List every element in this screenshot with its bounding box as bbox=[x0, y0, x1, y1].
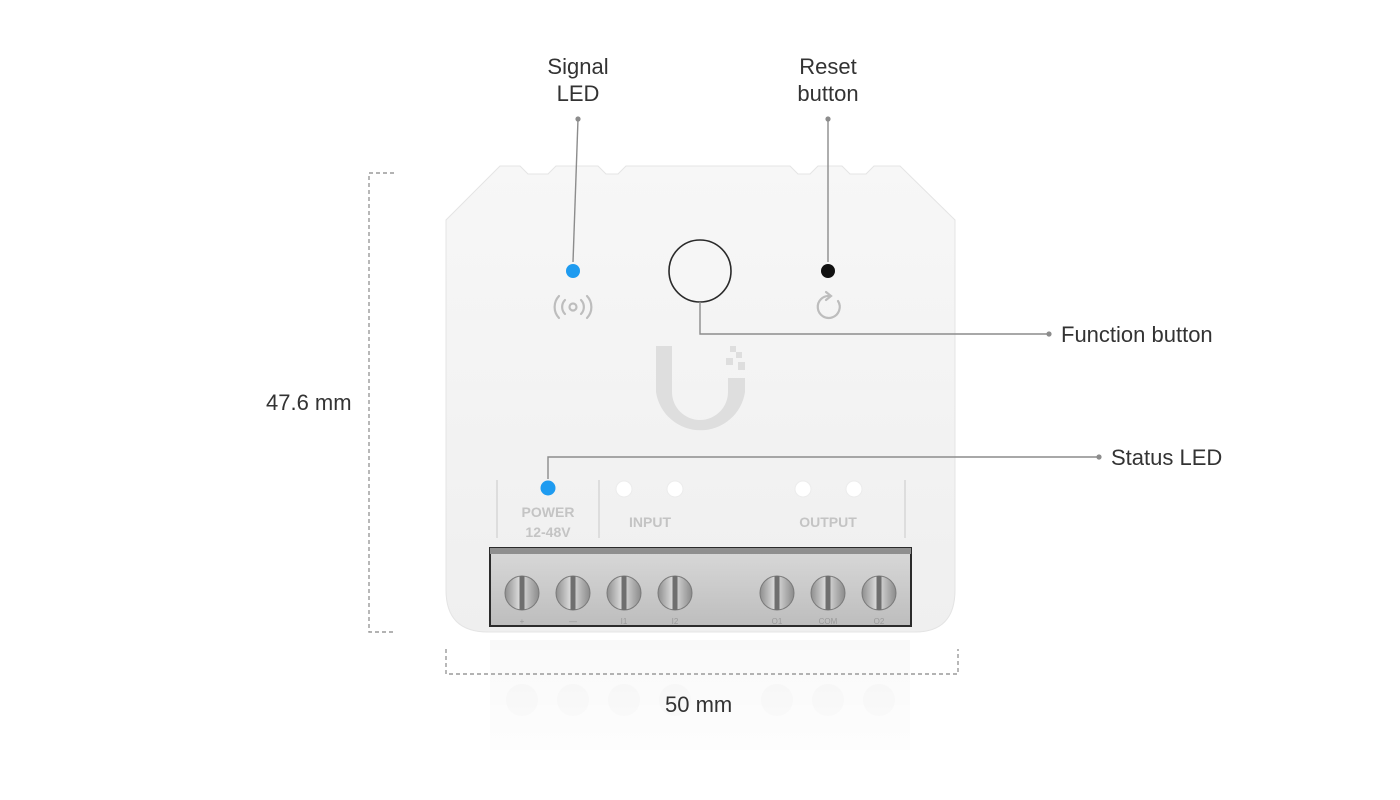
callout-dots bbox=[575, 116, 1102, 460]
terminal-screw bbox=[606, 575, 642, 611]
signal-led bbox=[566, 264, 580, 278]
signal-led-label-line2: LED bbox=[556, 81, 600, 106]
signal-led-leader bbox=[572, 118, 579, 263]
panel-dividers bbox=[496, 480, 906, 538]
function-button[interactable] bbox=[668, 239, 732, 303]
terminal-label: + bbox=[520, 617, 525, 626]
terminal-screw bbox=[657, 575, 693, 611]
power-label-line1: POWER bbox=[522, 504, 575, 520]
terminal-screw bbox=[504, 575, 540, 611]
reset-button-label-line2: button bbox=[797, 81, 859, 106]
reflection-fade bbox=[440, 640, 960, 800]
terminal-label: I2 bbox=[672, 617, 679, 626]
status-led bbox=[540, 480, 556, 496]
signal-led-label: Signal LED bbox=[528, 53, 628, 107]
width-dimension-line bbox=[445, 649, 959, 675]
reset-button-label: Reset button bbox=[775, 53, 881, 107]
terminal-label: O1 bbox=[772, 617, 783, 626]
output-led-2 bbox=[845, 480, 863, 498]
terminal-screw bbox=[759, 575, 795, 611]
terminal-labels: + — I1 I2 O1 COM O2 bbox=[520, 617, 885, 626]
terminal-screw bbox=[810, 575, 846, 611]
status-led-label: Status LED bbox=[1111, 445, 1223, 470]
terminal-block bbox=[489, 547, 912, 627]
input-led-2 bbox=[666, 480, 684, 498]
width-dimension-label: 50 mm bbox=[665, 692, 733, 717]
callout-lines bbox=[547, 118, 1099, 479]
output-label: OUTPUT bbox=[799, 514, 857, 530]
signal-led-label-line1: Signal bbox=[547, 54, 609, 79]
height-dimension-label: 47.6 mm bbox=[266, 390, 352, 415]
terminal-block-top-edge bbox=[490, 548, 911, 554]
terminal-label: I1 bbox=[621, 617, 628, 626]
terminal-screw bbox=[555, 575, 591, 611]
signal-waves-icon bbox=[553, 294, 593, 320]
function-button-label: Function button bbox=[1061, 322, 1213, 347]
reset-button[interactable] bbox=[821, 264, 835, 278]
reset-button-label-line1: Reset bbox=[799, 54, 857, 79]
input-led-1 bbox=[615, 480, 633, 498]
output-led-1 bbox=[794, 480, 812, 498]
reset-arrow-icon bbox=[816, 290, 841, 319]
height-dimension-line bbox=[368, 172, 394, 633]
device-body bbox=[445, 165, 956, 633]
power-label-line2: 12-48V bbox=[525, 524, 571, 540]
status-led-leader bbox=[547, 456, 1099, 479]
terminal-label: COM bbox=[819, 617, 838, 626]
terminal-screw bbox=[861, 575, 897, 611]
terminal-label: O2 bbox=[874, 617, 885, 626]
input-label: INPUT bbox=[629, 514, 671, 530]
function-button-leader bbox=[699, 302, 1049, 335]
terminal-screws bbox=[504, 575, 897, 611]
ubiquiti-u-logo bbox=[656, 346, 745, 431]
terminal-label: — bbox=[569, 617, 577, 626]
